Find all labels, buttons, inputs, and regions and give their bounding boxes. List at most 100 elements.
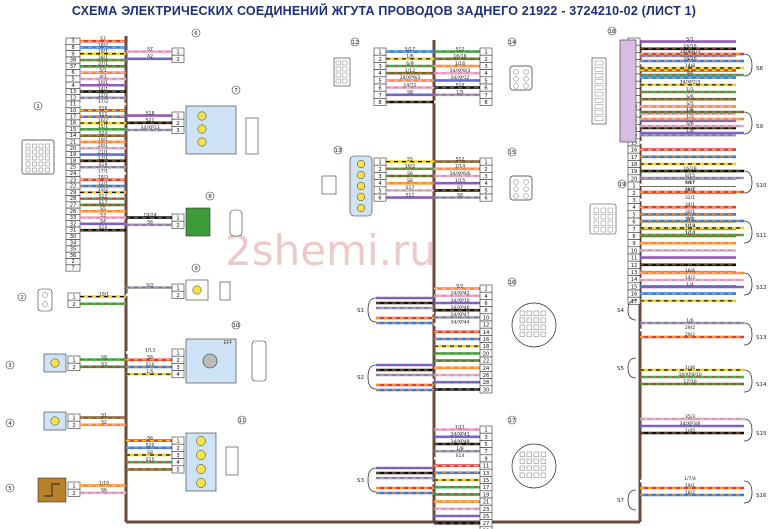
connector1-cavity xyxy=(38,149,44,155)
splice-S8-label: S8 xyxy=(756,66,763,72)
component-11-number-text: 11 xyxy=(239,418,246,424)
component-14-cavity xyxy=(523,76,529,82)
component-12-pin-label: 6 xyxy=(378,86,381,92)
component-15-cavity xyxy=(523,179,529,185)
component-19-pin-label: 17 xyxy=(631,299,638,305)
component-15-pin-label: 4 xyxy=(484,181,488,187)
component-19-cavity xyxy=(607,214,613,220)
splice-S9-wire-label: 1/3 xyxy=(686,114,693,120)
component-3-number xyxy=(5,360,15,370)
component-17-wire-label: S14 xyxy=(456,453,465,459)
component-19-cavity xyxy=(600,214,606,220)
component-19-pin-label: 16 xyxy=(631,292,638,298)
component-15-pin-label: 2 xyxy=(484,167,487,173)
component-9-pin xyxy=(171,290,185,299)
component-15-cavity xyxy=(523,193,529,199)
splice-S12-wire-label: 16/6 xyxy=(685,268,695,274)
splice-S16-wire-label: 1/7/4 xyxy=(684,476,696,482)
connector1-pin-label: 23 xyxy=(70,177,77,183)
component-14-wire-label: S10 xyxy=(456,82,465,88)
component-17-cavity xyxy=(533,472,539,478)
component-8-housing xyxy=(229,209,243,237)
component-18-number-text: 18 xyxy=(609,29,616,35)
component-14-pin-label: 5 xyxy=(484,78,487,84)
component-16-pin-label: 16 xyxy=(483,337,490,343)
connector1-pin-label: 36 xyxy=(70,253,77,259)
component-19-wire-label: 1/19 xyxy=(685,224,695,230)
component-18-wire-label: 1/3 xyxy=(686,87,693,93)
splice-S12-wire-label: 1/4 xyxy=(686,282,693,288)
splice-S8-bracket xyxy=(743,53,753,77)
component-19-pin-label: 2 xyxy=(632,191,635,197)
component-15-pin-label: 3 xyxy=(484,174,487,180)
component-10-number-text: 10 xyxy=(233,323,240,329)
component-18-number xyxy=(607,26,617,36)
component-16-cavity xyxy=(540,310,546,316)
connector1-cavity xyxy=(32,149,37,155)
component-17-cavity xyxy=(540,451,546,457)
component-16-number-text: 16 xyxy=(509,280,516,286)
component-6-pin-label: 1 xyxy=(176,50,179,56)
component-10-pin-label: 1 xyxy=(176,351,179,357)
component-10-number xyxy=(231,320,241,330)
connector1-pin-label: 8 xyxy=(71,45,74,51)
connector1-pin-label: 27 xyxy=(70,203,77,209)
component-4-number-text: 4 xyxy=(8,421,12,427)
connector1-pin-label: 11 xyxy=(70,102,77,108)
splice-S7-label: S7 xyxy=(617,498,624,504)
splice-S4-bracket xyxy=(627,299,637,321)
splice-S16-wire-label: 19/1 xyxy=(685,483,695,489)
component-12-pin-label: 4 xyxy=(378,71,382,77)
component-12-cavity xyxy=(335,78,341,84)
splice-S9-wire-label: 1/5 xyxy=(686,107,693,113)
component-10-wire-label: S8 xyxy=(147,355,153,361)
component-16-cavity xyxy=(533,317,539,323)
component-16-cavity xyxy=(540,317,546,323)
component-5-number xyxy=(5,483,15,493)
splice-S13-wire-label: 1/6 xyxy=(686,318,693,324)
component-4-wire-label: S1 xyxy=(101,412,107,418)
component-9-number-text: 9 xyxy=(194,266,198,272)
component-17-number xyxy=(507,415,517,425)
component-16-wire-label: 34/XP46 xyxy=(450,305,469,311)
splice-S5-bracket xyxy=(627,357,637,379)
component-18-cavity xyxy=(594,67,604,72)
component-17-cavity xyxy=(533,465,539,471)
component-6-pin xyxy=(171,54,185,63)
component-16-pin-label: 12 xyxy=(483,323,490,329)
component-15-pin-label: 1 xyxy=(484,160,487,166)
component-12-cavity xyxy=(335,66,341,72)
component-7-bulb xyxy=(197,124,207,134)
splice-S12-wire-label: 14/2 xyxy=(685,275,695,281)
component-8-pin-label: 2 xyxy=(176,223,179,229)
component-19-pin-label: 11 xyxy=(631,256,638,262)
component-2-pin-label: 2 xyxy=(72,302,75,308)
splice-S16-bracket xyxy=(743,480,753,504)
component-15-pin xyxy=(479,193,493,202)
component-12-wire-label: 1/12 xyxy=(405,68,415,74)
component-17-number-text: 17 xyxy=(509,418,516,424)
component-11-bulb xyxy=(196,464,206,474)
component-8-pin-label: 1 xyxy=(176,216,179,222)
component-17-cavity xyxy=(519,451,525,457)
component-16-cavity xyxy=(533,324,539,330)
component-13-pin-label: 2 xyxy=(378,167,381,173)
component-19-wire-label: 36/1 xyxy=(685,188,695,194)
component-2-cavity xyxy=(42,292,48,298)
component-12-wire-label: S8 xyxy=(407,90,413,96)
component-10-wire-label: S10 xyxy=(146,362,155,368)
component-16-cavity xyxy=(533,331,539,337)
component-15-housing xyxy=(509,175,533,201)
connector1-wire-label: S5 xyxy=(100,206,106,212)
component-17-pin-label: 19 xyxy=(483,492,490,498)
component-16-cavity xyxy=(533,310,539,316)
component-12-wire-label: S/17 xyxy=(405,46,415,52)
component-12-cavity xyxy=(342,72,348,78)
component-10-label: EFF xyxy=(224,340,233,346)
splice-S10-bracket xyxy=(743,170,753,194)
component-19-pin-label: 1 xyxy=(632,184,635,190)
component-5-number-text: 5 xyxy=(8,486,12,492)
component-17-pin-label: 3 xyxy=(484,435,487,441)
component-18-pin-label: 18 xyxy=(631,162,638,168)
